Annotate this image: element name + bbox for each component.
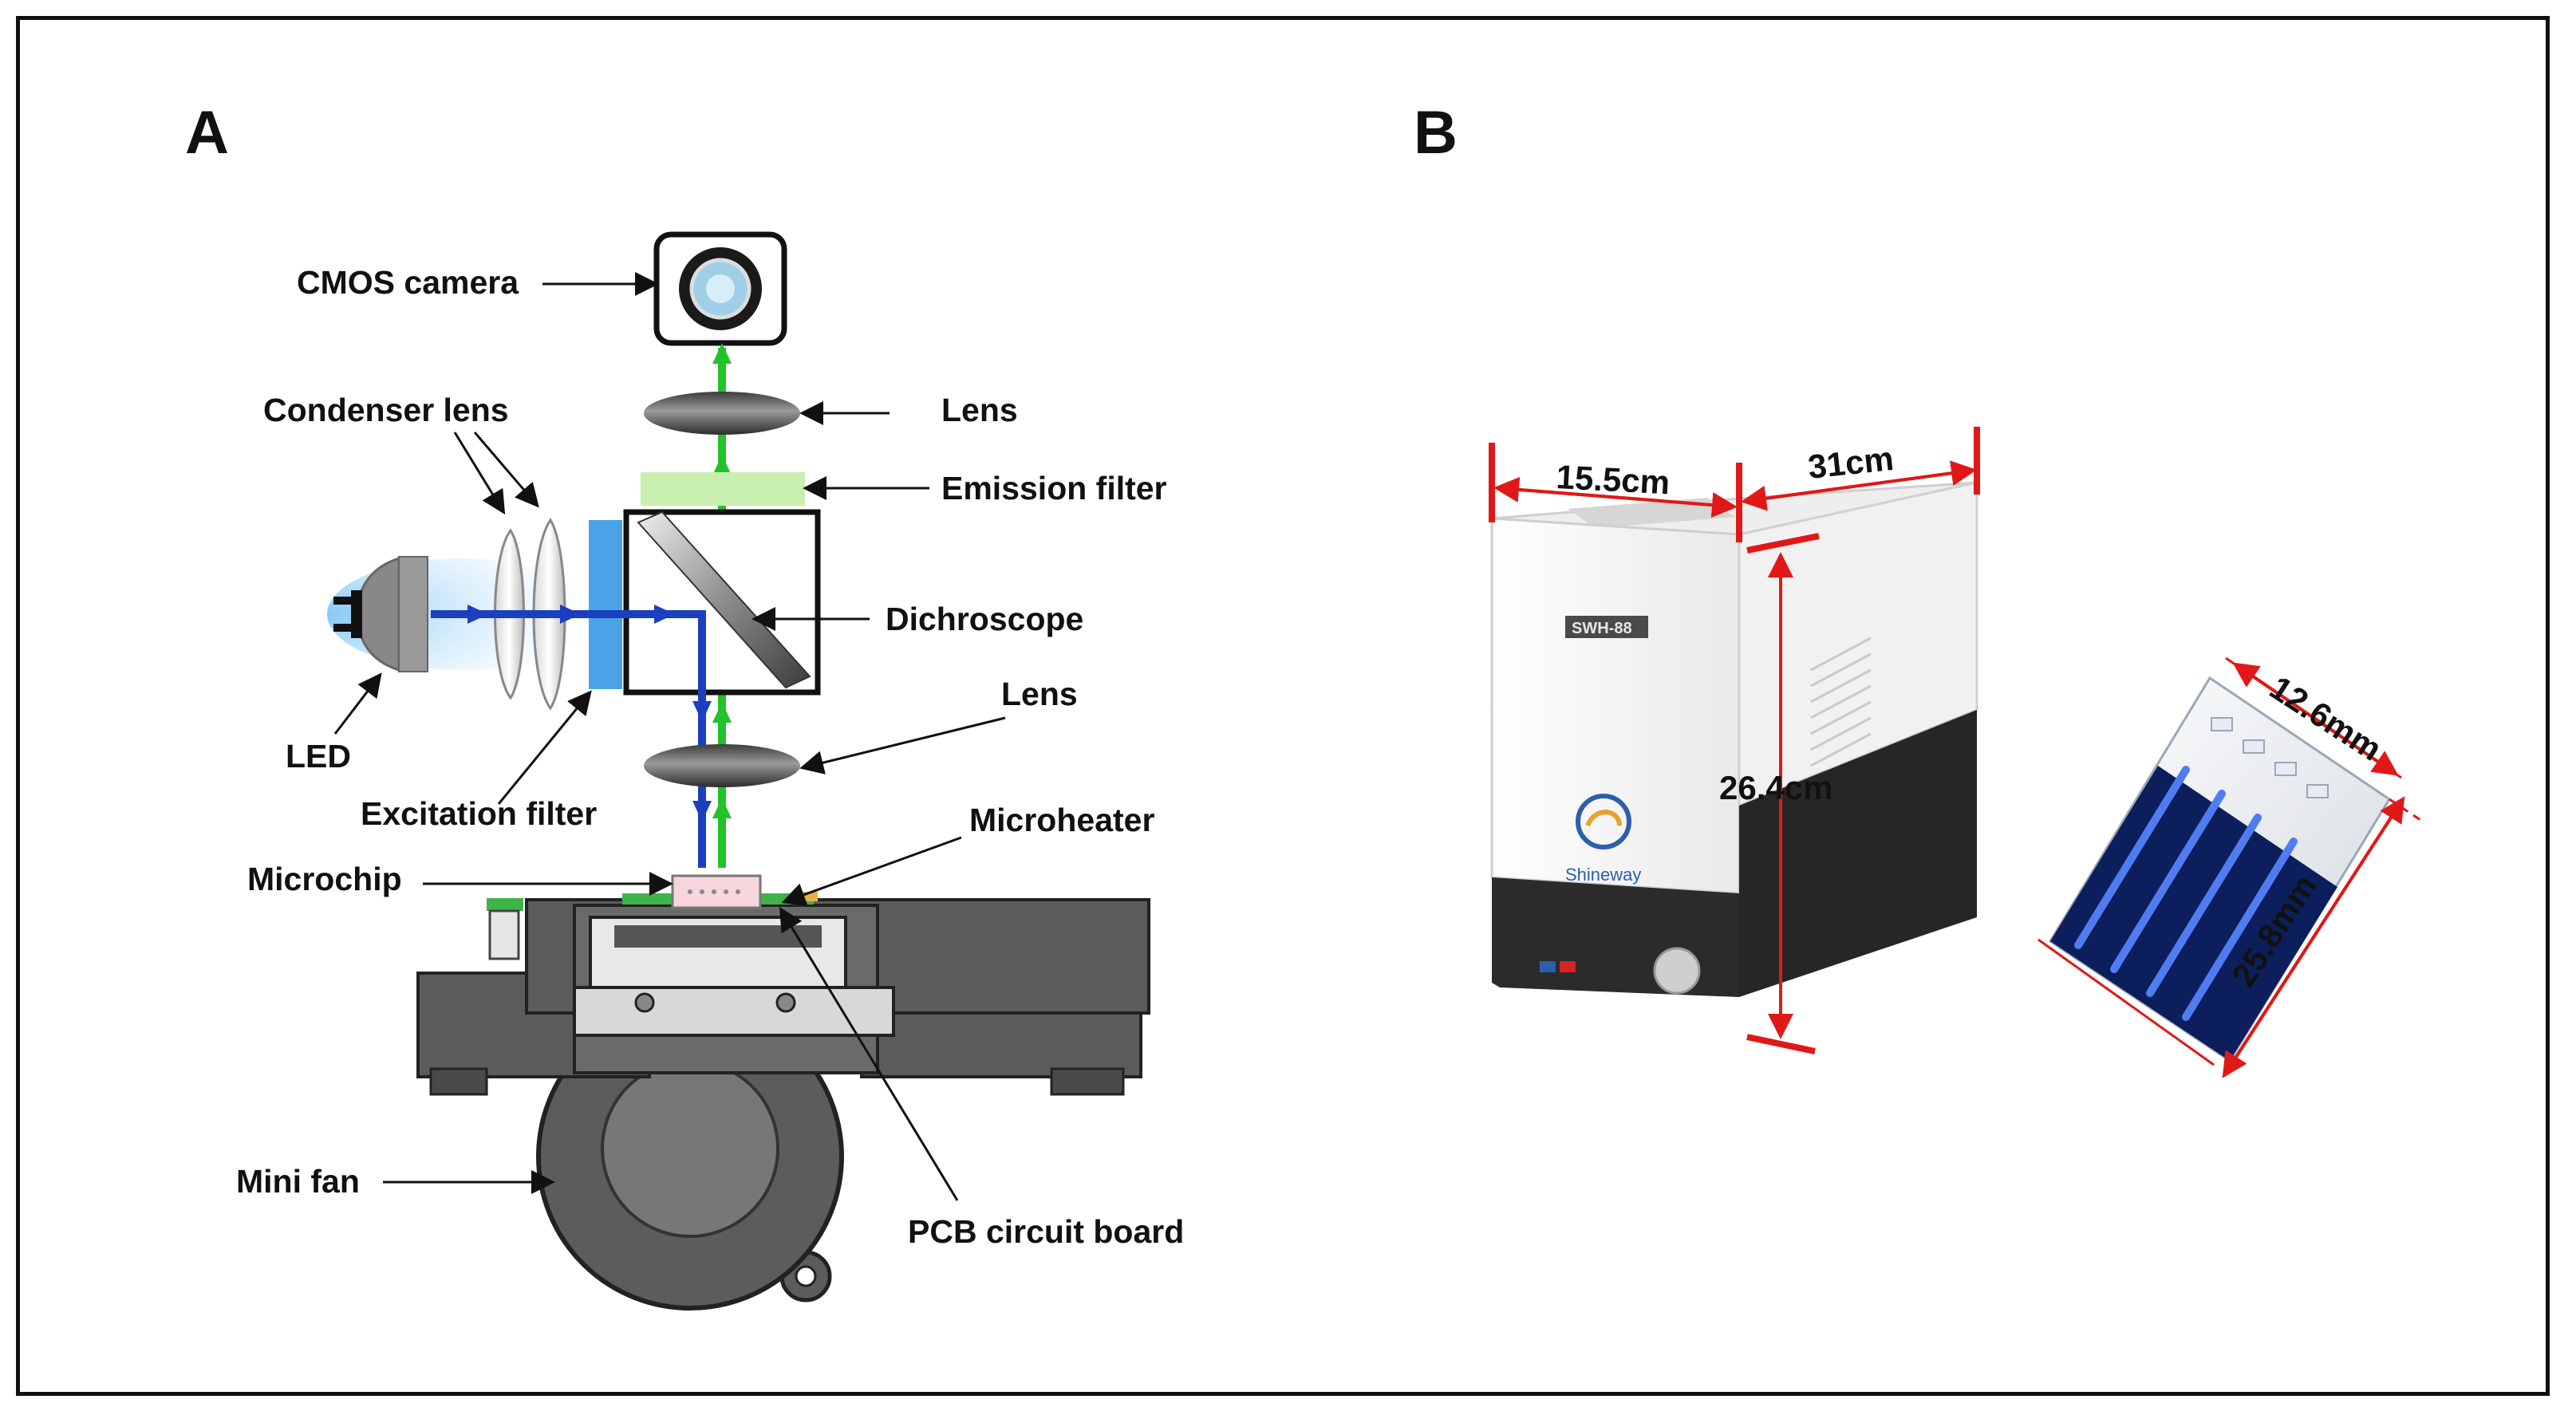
- label-led: LED: [286, 738, 351, 775]
- lens-bottom-icon: [644, 744, 800, 787]
- panel-b-label: B: [1414, 99, 1458, 167]
- label-lens-top: Lens: [941, 392, 1018, 428]
- dimension-markers: [1489, 427, 1980, 1054]
- label-cmos-camera: CMOS camera: [297, 264, 519, 301]
- label-dichroscope: Dichroscope: [886, 601, 1083, 637]
- mini-fan-icon: [536, 1003, 844, 1311]
- dimension-width: 15.5cm: [1556, 458, 1671, 501]
- label-condenser-lens: Condenser lens: [263, 392, 509, 428]
- figure-frame: [16, 16, 2550, 1396]
- device-badge: [1565, 616, 1648, 638]
- callout-arrows-a: [333, 272, 1006, 1201]
- label-lens-bottom: Lens: [1001, 676, 1078, 712]
- chip-dimension-markers: [2038, 656, 2426, 1078]
- label-microheater: Microheater: [969, 802, 1154, 838]
- front-knob-icon: [1653, 947, 1701, 995]
- cmos-camera-icon: [653, 231, 787, 346]
- lens-top-icon: [644, 392, 800, 435]
- front-port-red: [1560, 961, 1576, 972]
- dimension-depth: 31cm: [1806, 439, 1896, 486]
- label-microchip: Microchip: [247, 861, 402, 897]
- label-mini-fan: Mini fan: [236, 1163, 360, 1200]
- device-badge-text: SWH-88: [1572, 620, 1632, 637]
- dimension-height: 26.4cm: [1719, 769, 1832, 806]
- label-pcb-circuit-board: PCB circuit board: [908, 1213, 1184, 1250]
- shineway-logo-icon: [1576, 794, 1631, 849]
- microchip-icon: [671, 874, 762, 909]
- label-emission-filter: Emission filter: [941, 470, 1167, 506]
- microfluidic-chip-icon: [2048, 676, 2392, 1063]
- brand-name-text: Shineway: [1565, 865, 1641, 885]
- heater-housing: [416, 898, 1150, 1096]
- front-port-blue: [1540, 961, 1556, 972]
- label-excitation-filter: Excitation filter: [361, 795, 597, 832]
- emission-filter-icon: [641, 472, 805, 506]
- panel-a-label: A: [185, 99, 229, 167]
- dichroscope-icon: [623, 509, 821, 696]
- device-illustration: SWH-88 Shineway: [1490, 481, 1978, 997]
